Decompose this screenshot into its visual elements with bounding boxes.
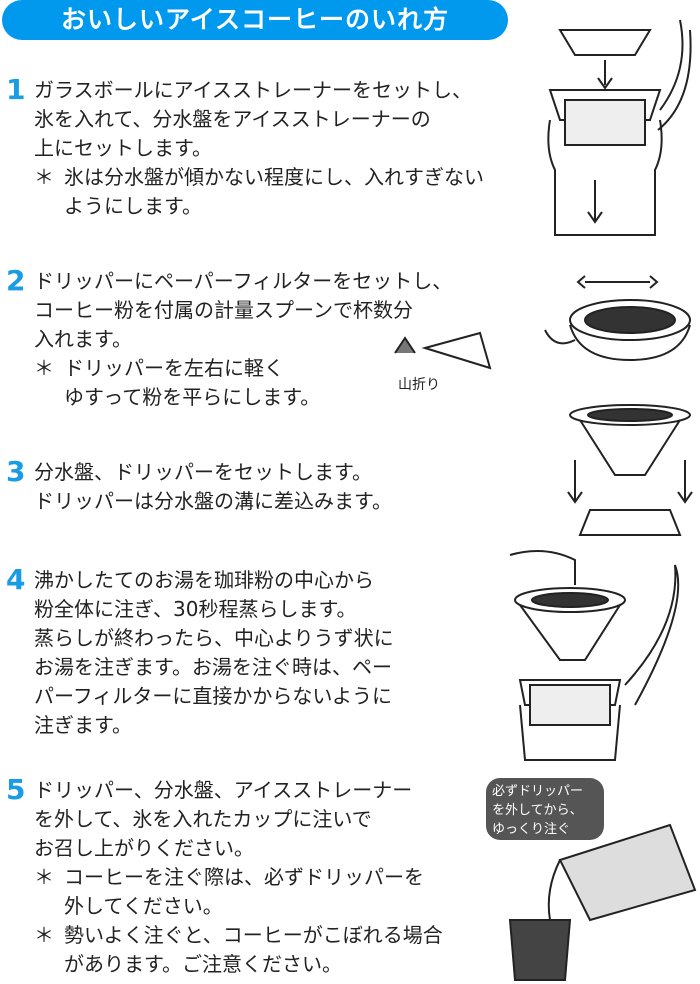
step-text: お湯を注ぎます。お湯を注ぐ時は、ペー <box>34 655 392 679</box>
note-text: 氷は分水盤が傾かない程度にし、入れすぎない <box>64 165 484 189</box>
step-number: 1 <box>6 73 26 106</box>
note-text: ゆすって粉を平らにします。 <box>64 385 321 409</box>
step-text: 分水盤、ドリッパーをセットします。 <box>34 460 372 484</box>
step-text: 上にセットします。 <box>34 136 212 160</box>
asterisk: ＊ <box>34 356 54 380</box>
note-text: ドリッパーを左右に軽く <box>64 356 284 380</box>
step-number: 3 <box>6 455 26 488</box>
step-text: パーフィルターに直接かからないように <box>34 684 392 708</box>
step-text: お召し上がりください。 <box>34 836 254 860</box>
bubble-text: を外してから、 <box>492 803 583 818</box>
dripper-setting-illustration <box>567 404 693 536</box>
step-number: 4 <box>6 563 26 596</box>
speech-bubble: 必ずドリッパー を外してから、 ゆっくり注ぐ <box>486 778 604 840</box>
pouring-into-cup-illustration <box>508 823 697 981</box>
paper-filter-fold-illustration <box>394 331 492 370</box>
step-text: 入れます。 <box>34 327 132 351</box>
step-text: を外して、氷を入れたカップに注いで <box>34 807 372 831</box>
asterisk: ＊ <box>34 923 54 947</box>
step-text: コーヒー粉を付属の計量スプーンで杯数分 <box>34 298 413 322</box>
step-number: 5 <box>6 773 26 806</box>
bubble-text: ゆっくり注ぐ <box>492 822 571 837</box>
note-text: 勢いよく注ぐと、コーヒーがこぼれる場合 <box>64 923 443 947</box>
step-text: ドリッパーにペーパーフィルターをセットし、 <box>34 269 453 293</box>
step-text: ドリッパーは分水盤の溝に差込みます。 <box>34 489 392 513</box>
note-text: があります。ご注意ください。 <box>64 952 342 976</box>
step-text: ガラスボールにアイスストレーナーをセットし、 <box>34 78 472 102</box>
step-text: 沸かしたてのお湯を珈琲粉の中心から <box>34 568 374 592</box>
step-text: 氷を入れて、分水盤をアイスストレーナーの <box>34 107 431 131</box>
step-note: ＊ 勢いよく注ぐと、コーヒーがこぼれる場合 があります。ご注意ください。 <box>34 921 443 979</box>
step-text: ドリッパー、分水盤、アイスストレーナー <box>34 778 413 802</box>
step-note: ＊ 氷は分水盤が傾かない程度にし、入れすぎない ようにします。 <box>34 163 484 221</box>
note-text: ようにします。 <box>64 194 202 218</box>
bubble-text: 必ずドリッパー <box>492 784 584 799</box>
asterisk: ＊ <box>34 165 54 189</box>
pouring-hot-water-illustration <box>509 550 680 761</box>
step-note: ＊ コーヒーを注ぐ際は、必ずドリッパーを 外してください。 <box>34 863 443 921</box>
step-text: 粉全体に注ぎ、30秒程蒸らします。 <box>34 597 357 621</box>
step-number: 2 <box>6 264 26 297</box>
note-text: 外してください。 <box>64 894 223 918</box>
note-text: コーヒーを注ぐ際は、必ずドリッパーを <box>64 865 424 889</box>
fold-label: 山折り <box>398 377 440 393</box>
asterisk: ＊ <box>34 865 54 889</box>
step-text: 蒸らしが終わったら、中心よりうず状に <box>34 626 394 650</box>
page-title: おいしいアイスコーヒーのいれ方 <box>2 0 508 40</box>
step-note: ＊ ドリッパーを左右に軽く ゆすって粉を平らにします。 <box>34 354 452 412</box>
glass-bowl-strainer-illustration <box>547 19 692 236</box>
dripper-shaking-illustration <box>544 275 691 362</box>
step-text: 注ぎます。 <box>34 713 132 737</box>
